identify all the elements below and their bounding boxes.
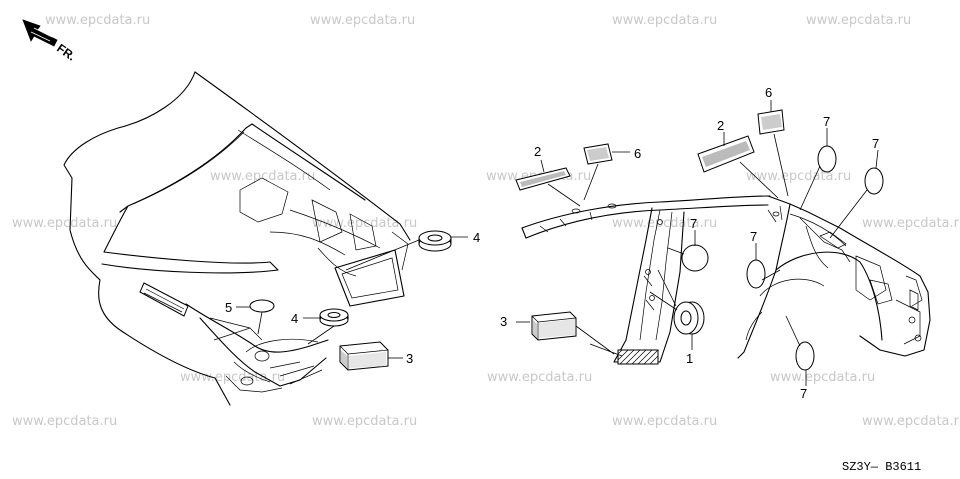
watermark: www.epcdata.ru <box>806 13 911 28</box>
callout-7: 7 <box>690 216 697 231</box>
watermark: www.epcdata.ru <box>487 370 592 385</box>
watermark: www.epcdata.ru <box>612 414 717 429</box>
watermark: www.epcdata.ru <box>310 13 415 28</box>
seal-part <box>681 244 709 272</box>
right-parts: 2 6 2 6 7 7 7 7 7 3 1 <box>500 85 884 401</box>
left-body-view <box>63 71 411 406</box>
callout-7: 7 <box>800 386 807 401</box>
watermark: www.epcdata.ru <box>612 216 717 231</box>
watermark: www.epcdata.ru <box>862 216 960 231</box>
watermark: www.epcdata.ru <box>12 216 117 231</box>
callout-3: 3 <box>406 351 413 366</box>
diagram-code: SZ3Y— B3611 <box>842 460 921 474</box>
callout-4: 4 <box>291 311 298 326</box>
callout-7: 7 <box>872 136 879 151</box>
left-parts: 4 5 4 3 <box>209 230 480 371</box>
watermark: www.epcdata.ru <box>746 169 851 184</box>
seal-part <box>864 167 884 195</box>
callout-6: 6 <box>634 146 641 161</box>
watermark-layer: www.epcdata.ru www.epcdata.ru www.epcdat… <box>12 13 960 429</box>
seal-part <box>817 145 837 173</box>
seal-part <box>795 341 815 371</box>
callout-6: 6 <box>765 85 772 100</box>
callout-2: 2 <box>717 118 724 133</box>
callout-1: 1 <box>686 351 693 366</box>
grommet-part <box>673 301 705 335</box>
foam-block-part <box>339 341 389 371</box>
grommet-part <box>418 230 452 252</box>
callout-4: 4 <box>473 230 480 245</box>
seal-part <box>249 299 275 313</box>
watermark: www.epcdata.ru <box>612 13 717 28</box>
callout-7: 7 <box>823 114 830 129</box>
callout-5: 5 <box>225 300 232 315</box>
right-body-view <box>521 195 931 365</box>
grommet-part <box>319 308 349 327</box>
watermark: www.epcdata.ru <box>45 13 150 28</box>
watermark: www.epcdata.ru <box>862 414 960 429</box>
watermark: www.epcdata.ru <box>770 370 875 385</box>
callout-7: 7 <box>750 229 757 244</box>
foam-block-part <box>617 349 659 365</box>
watermark: www.epcdata.ru <box>312 414 417 429</box>
callout-3: 3 <box>500 314 507 329</box>
seal-part <box>746 259 766 289</box>
callout-2: 2 <box>534 144 541 159</box>
watermark: www.epcdata.ru <box>12 414 117 429</box>
direction-label: FR. <box>54 41 78 64</box>
watermark: www.epcdata.ru <box>210 169 315 184</box>
foam-block-part <box>531 311 577 341</box>
